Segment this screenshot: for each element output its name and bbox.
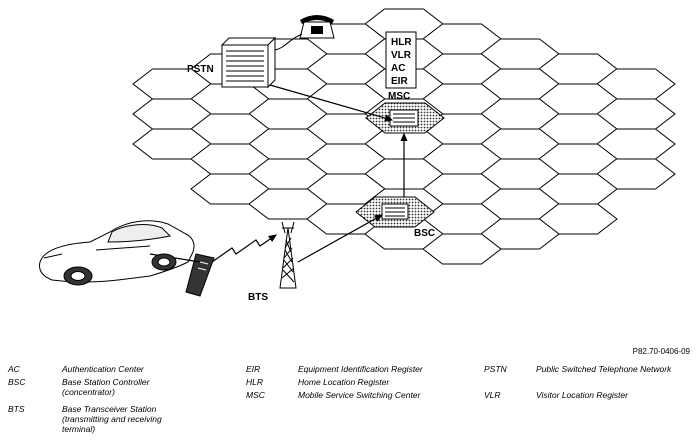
gsm-network-diagram: HLR VLR AC EIR MSC PSTN BSC BTS [39,8,676,303]
register-stack: HLR VLR AC EIR [385,31,417,89]
figure-code: P82.70-0406-09 [632,347,690,356]
legend-abbr: HLR [246,377,264,387]
legend-definition: Mobile Service Switching Center [298,390,421,400]
vlr-label: VLR [391,50,412,61]
msc-label: MSC [388,91,410,102]
legend-abbr: BTS [8,404,25,414]
pstn-label: PSTN [187,64,214,75]
legend-abbr: VLR [484,390,501,400]
legend-definition: Authentication Center [62,364,144,374]
bts-bsc-link [297,214,384,263]
bsc-label: BSC [414,228,435,239]
legend-definition: Equipment Identification Register [298,364,423,374]
legend-definition: Base Transceiver Station (transmitting a… [62,404,162,434]
legend-definition: Visitor Location Register [536,390,628,400]
legend-definition: Base Station Controller (concentrator) [62,377,150,397]
legend-abbr: BSC [8,377,26,387]
bsc-controller-icon [381,203,409,220]
pstn-msc-link [269,84,394,122]
mobile-phone-icon [185,253,215,297]
legend-definition: Home Location Register [298,377,390,387]
legend-abbr: EIR [246,364,261,374]
bts-tower-icon [279,221,297,289]
eir-label: EIR [391,76,408,87]
radio-link [211,234,277,263]
pstn-exchange-icon [220,36,277,89]
car-icon [39,220,201,286]
msc-switch-icon [389,109,419,127]
radio-cell [422,233,502,265]
hlr-label: HLR [391,37,412,48]
legend-abbr: AC [8,364,20,374]
legend-abbr: PSTN [484,364,507,374]
abbreviation-legend: AC Authentication Center BSC Base Statio… [0,362,700,445]
bts-label: BTS [248,292,268,303]
ac-label: AC [391,63,405,74]
legend-abbr: MSC [246,390,265,400]
telephone-icon [274,15,335,51]
legend-definition: Public Switched Telephone Network [536,364,672,374]
